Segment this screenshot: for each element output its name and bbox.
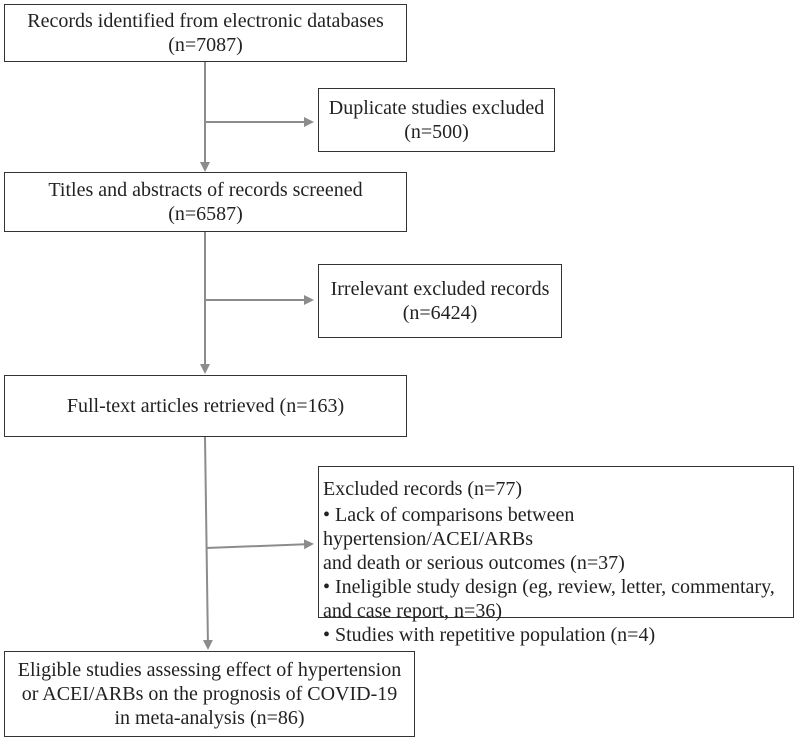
fulltext-retrieved-box: Full-text articles retrieved (n=163) <box>4 375 407 437</box>
duplicates-excluded-label: Duplicate studies excluded <box>328 97 545 119</box>
duplicates-excluded-box: Duplicate studies excluded (n=500) <box>318 88 555 152</box>
eligible-studies-box: Eligible studies assessing effect of hyp… <box>4 651 415 737</box>
records-screened-label: Titles and abstracts of records screened <box>48 179 363 201</box>
exclusion-reason-3: • Studies with repetitive population (n=… <box>323 624 656 646</box>
eligible-studies-line3: in meta-analysis (n=86) <box>114 707 305 729</box>
duplicates-excluded-count: (n=500) <box>404 121 469 143</box>
exclusion-reason-2-line1: • Ineligible study design (eg, review, l… <box>323 576 775 598</box>
exclusion-reason-1-line1: • Lack of comparisons between hypertensi… <box>323 504 575 550</box>
exclusion-reason-2-line2: and case report, n=36) <box>323 600 502 622</box>
records-identified-label: Records identified from electronic datab… <box>27 10 384 32</box>
arrow-fulltext-to-eligible <box>202 436 213 650</box>
excluded-records-title: Excluded records (n=77) <box>323 478 522 500</box>
irrelevant-excluded-box: Irrelevant excluded records (n=6424) <box>318 264 562 338</box>
irrelevant-excluded-count: (n=6424) <box>402 302 478 324</box>
records-identified-count: (n=7087) <box>168 34 243 56</box>
records-screened-count: (n=6587) <box>168 203 243 225</box>
excluded-records-box: Excluded records (n=77) • Lack of compar… <box>318 466 794 646</box>
eligible-studies-line2: or ACEI/ARBs on the prognosis of COVID-1… <box>21 683 398 705</box>
arrow-to-excluded <box>205 539 314 550</box>
exclusion-reason-1-line2: and death or serious outcomes (n=37) <box>323 552 625 574</box>
records-identified-box: Records identified from electronic datab… <box>4 4 407 62</box>
records-screened-box: Titles and abstracts of records screened… <box>4 172 407 232</box>
fulltext-retrieved-label: Full-text articles retrieved (n=163) <box>66 395 345 417</box>
irrelevant-excluded-label: Irrelevant excluded records <box>330 278 550 300</box>
eligible-studies-line1: Eligible studies assessing effect of hyp… <box>17 659 402 681</box>
